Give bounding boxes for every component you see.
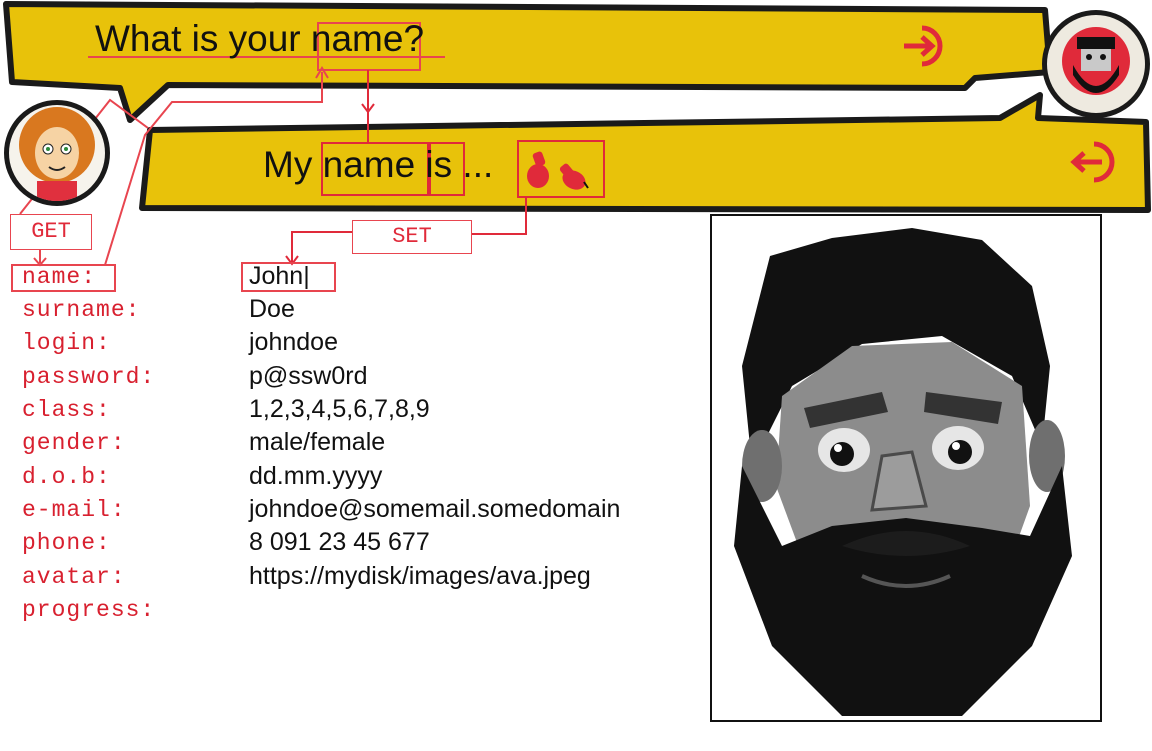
- answer-text: My name is ...: [263, 144, 494, 185]
- boots-icon: [527, 151, 589, 190]
- bearded-man-avatar-icon: [1062, 27, 1130, 95]
- field-label-dob: d.o.b:: [22, 464, 111, 490]
- field-label-password: password:: [22, 364, 156, 390]
- answer-bubble: [139, 92, 1151, 213]
- field-value-class: 1,2,3,4,5,6,7,8,9: [249, 395, 430, 423]
- set-tag: SET: [352, 220, 472, 254]
- field-value-password: p@ssw0rd: [249, 362, 368, 390]
- field-label-gender: gender:: [22, 430, 126, 456]
- field-label-surname: surname:: [22, 297, 141, 323]
- man-avatar[interactable]: [1042, 10, 1150, 118]
- girl-avatar[interactable]: [4, 100, 110, 206]
- field-value-gender: male/female: [249, 428, 386, 456]
- field-value-dob: dd.mm.yyyy: [249, 462, 383, 490]
- girl-avatar-icon: [19, 107, 95, 201]
- logout-arrow-icon[interactable]: [1064, 138, 1116, 186]
- bearded-man-portrait: [734, 228, 1072, 716]
- field-value-login: johndoe: [249, 328, 338, 356]
- field-value-email: johndoe@somemail.somedomain: [249, 495, 621, 523]
- login-arrow-icon[interactable]: [900, 22, 952, 70]
- field-label-avatar: avatar:: [22, 564, 126, 590]
- field-label-phone: phone:: [22, 530, 111, 556]
- get-tag: GET: [10, 214, 92, 250]
- field-label-email: e-mail:: [22, 497, 126, 523]
- field-value-surname: Doe: [249, 295, 295, 323]
- field-label-name: name:: [22, 264, 97, 290]
- avatar-portrait: [710, 214, 1102, 722]
- field-label-class: class:: [22, 397, 111, 423]
- field-label-login: login:: [22, 330, 111, 356]
- name-input[interactable]: John|: [249, 262, 310, 290]
- field-value-phone: 8 091 23 45 677: [249, 528, 430, 556]
- field-label-progress: progress:: [22, 597, 156, 623]
- question-text: What is your name?: [95, 18, 425, 59]
- field-value-avatar: https://mydisk/images/ava.jpeg: [249, 562, 591, 590]
